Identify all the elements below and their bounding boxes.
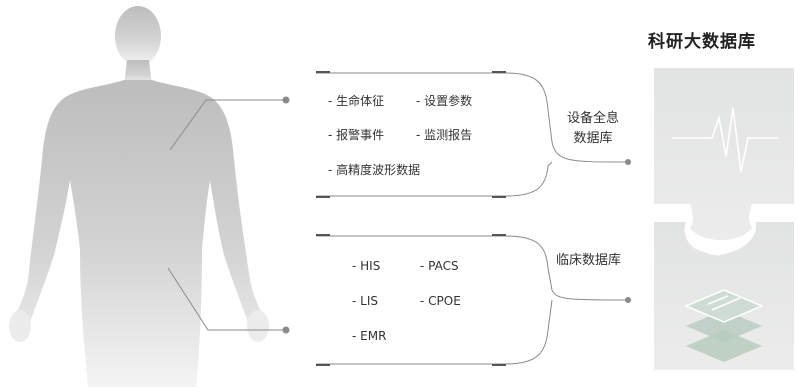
data-layers-icon <box>684 289 764 362</box>
clinical-item-lis: - LIS <box>352 294 378 308</box>
clinical-item-his: - HIS <box>352 259 381 273</box>
device-item-waveforms: - 高精度波形数据 <box>328 163 421 177</box>
human-figure-icon <box>9 6 269 387</box>
research-database-title: 科研大数据库 <box>648 32 756 52</box>
clinical-item-emr: - EMR <box>352 329 387 343</box>
clinical-database-label: 临床数据库 <box>556 253 622 268</box>
device-database-label: 设备全息 数据库 <box>560 109 626 149</box>
device-item-alarms: - 报警事件 <box>328 128 385 142</box>
connector-chest <box>169 99 286 151</box>
device-arrow-dot <box>625 159 631 165</box>
connector-dot-lower <box>282 326 290 334</box>
clinical-item-cpoe: - CPOE <box>420 294 461 308</box>
device-database-label-line1: 设备全息 <box>566 111 619 126</box>
device-database-label-line2: 数据库 <box>573 131 613 147</box>
device-panel-frame <box>316 71 627 198</box>
heartbeat-icon <box>672 107 778 173</box>
connector-hand <box>167 267 286 331</box>
clinical-arrow-dot <box>625 297 631 303</box>
device-item-reports: - 监测报告 <box>416 128 473 142</box>
connector-dot-upper <box>282 96 290 104</box>
research-database-icon <box>654 68 794 370</box>
device-item-settings: - 设置参数 <box>416 94 473 108</box>
device-item-vital-signs: - 生命体征 <box>328 94 385 108</box>
clinical-panel-frame <box>316 234 627 366</box>
clinical-item-pacs: - PACS <box>420 259 459 273</box>
